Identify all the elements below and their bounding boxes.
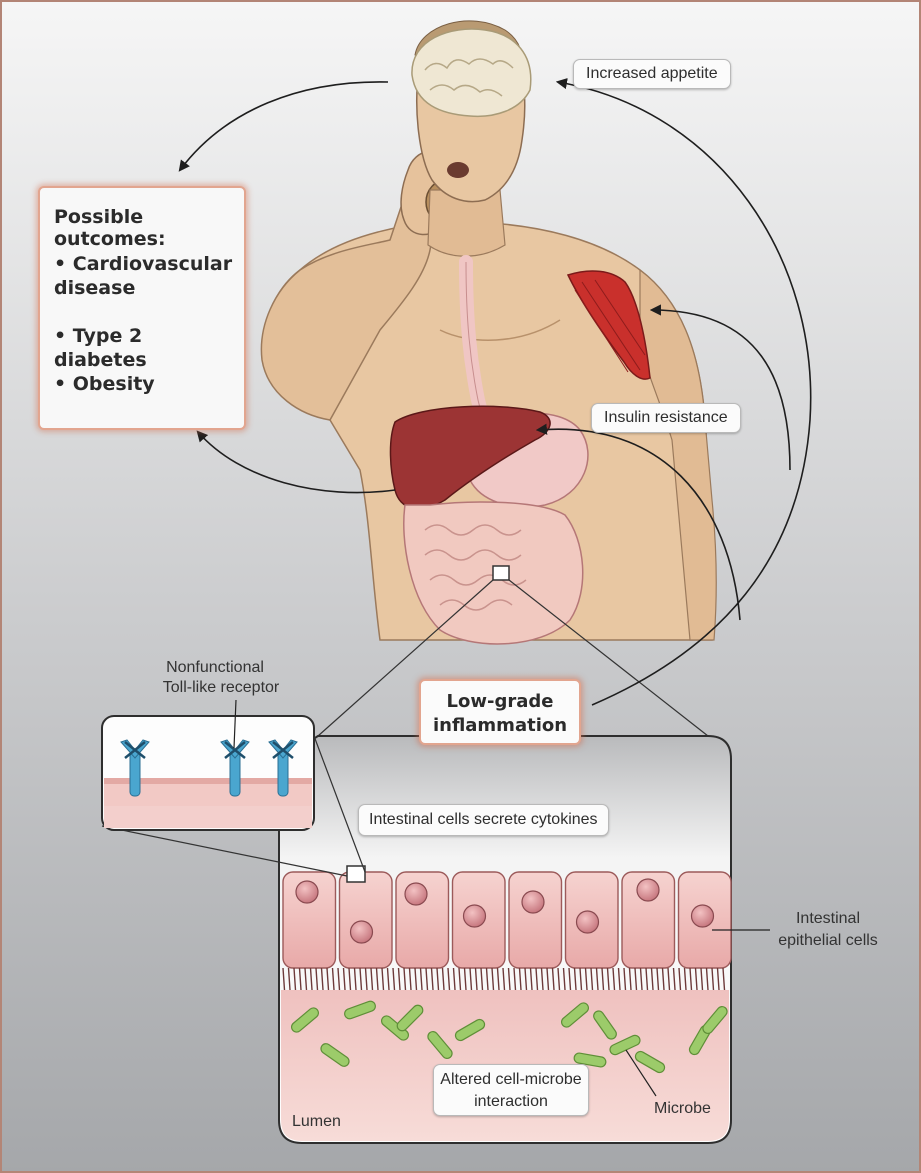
- low-grade-line1: Low-grade: [421, 690, 579, 714]
- epithelial-cell: [566, 872, 619, 968]
- receptor-inset: [102, 700, 314, 830]
- epithelial-cell: [396, 872, 449, 968]
- cell-nucleus: [692, 905, 714, 927]
- low-grade-line2: inflammation: [421, 714, 579, 738]
- epithelial-line2: epithelial cells: [752, 930, 904, 952]
- altered-line1: Altered cell-microbe: [434, 1069, 588, 1091]
- low-grade-inflammation-box: Low-grade inflammation: [419, 679, 581, 745]
- outcome-obesity: • Obesity: [54, 372, 240, 396]
- epithelial-line1: Intestinal: [752, 908, 904, 930]
- epithelial-cell: [340, 872, 393, 968]
- epithelial-cell: [679, 872, 732, 968]
- outcome-cardiovascular: • Cardiovascular disease: [54, 252, 240, 300]
- increased-appetite-label: Increased appetite: [573, 59, 731, 89]
- cell-nucleus: [464, 905, 486, 927]
- zoom-square: [493, 566, 509, 580]
- lumen-label: Lumen: [292, 1112, 341, 1132]
- toll-like-line2: Toll-like receptor: [136, 678, 306, 698]
- epithelial-cell: [622, 872, 675, 968]
- toll-like-line1: Nonfunctional: [150, 658, 280, 678]
- brain: [412, 29, 531, 116]
- insulin-resistance-label: Insulin resistance: [591, 403, 741, 433]
- cell-nucleus: [637, 879, 659, 901]
- epithelial-cell: [283, 872, 336, 968]
- altered-line2: interaction: [434, 1091, 588, 1113]
- cytokines-label: Intestinal cells secrete cytokines: [358, 804, 609, 836]
- cell-nucleus: [522, 891, 544, 913]
- cell-nucleus: [577, 911, 599, 933]
- altered-interaction-label: Altered cell-microbe interaction: [433, 1064, 589, 1116]
- cell-nucleus: [351, 921, 373, 943]
- possible-outcomes-box: Possible outcomes: • Cardiovascular dise…: [38, 186, 246, 430]
- toll-like-label: Nonfunctional Toll-like receptor: [150, 658, 280, 698]
- cell-nucleus: [405, 883, 427, 905]
- receptor-zoom-square: [347, 866, 365, 882]
- cell-nucleus: [296, 881, 318, 903]
- microbe-label: Microbe: [654, 1099, 711, 1119]
- epithelial-label: Intestinal epithelial cells: [752, 908, 904, 952]
- epithelial-cell: [453, 872, 506, 968]
- outcome-diabetes: • Type 2 diabetes: [54, 324, 240, 372]
- outcomes-title: Possible outcomes:: [54, 206, 244, 250]
- epithelial-cell: [509, 872, 562, 968]
